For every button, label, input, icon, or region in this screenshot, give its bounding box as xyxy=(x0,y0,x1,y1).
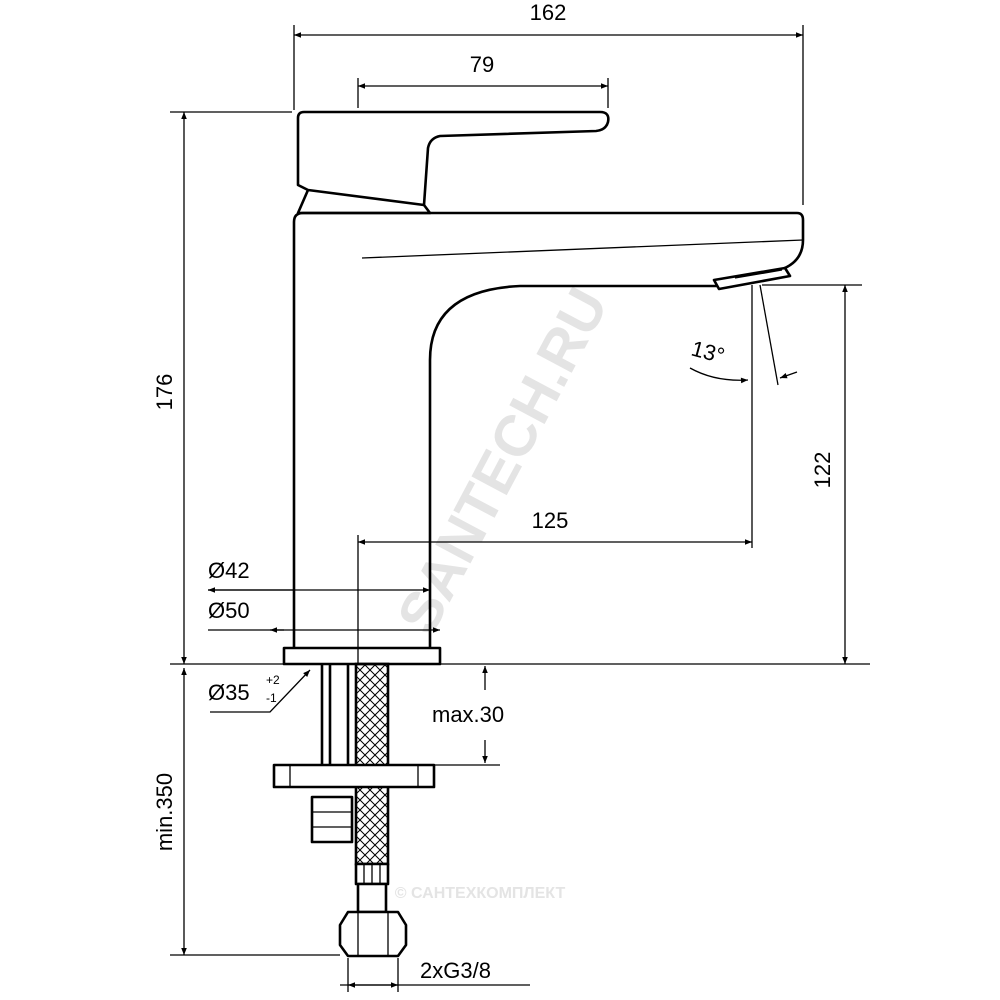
fixing-nut xyxy=(310,795,354,844)
fixing-plate xyxy=(272,763,436,789)
dim-42-label: Ø42 xyxy=(208,558,250,583)
base-plate xyxy=(282,646,442,666)
dim-35-label: Ø35 xyxy=(208,680,250,705)
dim-350-label: min.350 xyxy=(152,773,177,851)
dim-176-label: 176 xyxy=(152,374,177,411)
faucet-body xyxy=(282,110,805,666)
dim-max30-label: max.30 xyxy=(432,702,504,727)
connection-nut xyxy=(338,910,408,958)
dim-g38-label: 2xG3/8 xyxy=(420,958,491,983)
mounting-hardware xyxy=(272,662,436,958)
dim-13-arc xyxy=(689,367,749,384)
spout-outline xyxy=(292,211,805,648)
dim-162-label: 162 xyxy=(530,0,567,25)
dim-35-tol-lower: -1 xyxy=(266,691,277,705)
watermark-main: SANTECH.RU xyxy=(385,278,621,644)
dimension-lines xyxy=(181,32,848,988)
lever-handle xyxy=(296,110,610,207)
dim-50-label: Ø50 xyxy=(208,598,250,623)
watermark-bottom: © САНТЕХКОМПЛЕКТ xyxy=(395,885,566,902)
dim-125-label: 125 xyxy=(532,508,569,533)
extension-lines xyxy=(170,25,870,992)
dim-35-leader xyxy=(210,669,311,713)
aerator xyxy=(712,266,792,291)
dim-122-label: 122 xyxy=(810,452,835,489)
dim-35-tol-upper: +2 xyxy=(266,673,280,687)
dim-13-label: 13° xyxy=(689,336,728,369)
dim-79-label: 79 xyxy=(470,52,494,77)
